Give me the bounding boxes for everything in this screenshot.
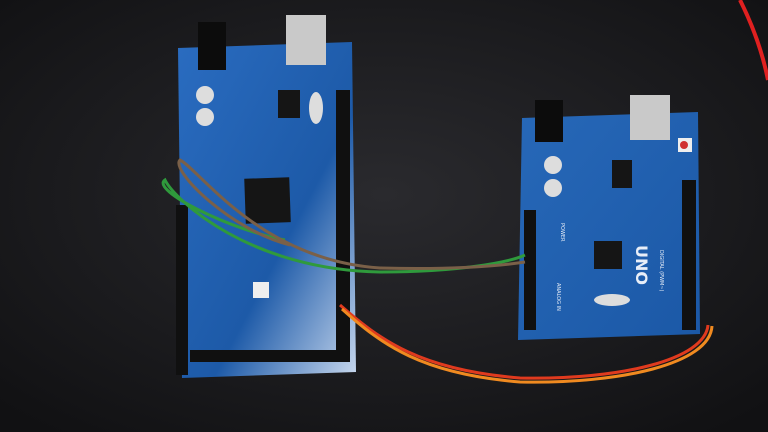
usb-chip (612, 160, 632, 188)
usb-chip (278, 90, 300, 118)
arduino-mega-board (176, 15, 356, 378)
arduino-uno-board: UNO POWER ANALOG IN DIGITAL (PWM~) (518, 95, 700, 340)
usb-b-port (630, 95, 670, 140)
pin-header-left (524, 210, 536, 330)
pin-header-bottom (190, 350, 350, 362)
main-chip (594, 241, 622, 269)
brown-wire (177, 158, 526, 270)
capacitor (196, 86, 214, 104)
pin-header-right (336, 90, 350, 360)
red-cable-corner (738, 0, 768, 81)
uno-logo: UNO (632, 245, 651, 285)
crystal (594, 294, 630, 306)
crystal (309, 92, 323, 124)
dc-jack (535, 100, 563, 142)
main-chip (244, 177, 291, 224)
capacitor (544, 179, 562, 197)
reset-button-cap (680, 141, 688, 149)
pin-header-right (682, 180, 696, 330)
orange-wire (340, 307, 714, 384)
capacitor (544, 156, 562, 174)
reset-button (253, 282, 269, 298)
red-wire (339, 303, 710, 380)
dc-jack (198, 22, 226, 70)
power-header-label: POWER (559, 223, 565, 242)
pin-header-left (176, 205, 188, 375)
analog-header-label: ANALOG IN (555, 283, 561, 311)
digital-header-label: DIGITAL (PWM~) (658, 250, 664, 292)
usb-b-port (286, 15, 326, 65)
capacitor (196, 108, 214, 126)
